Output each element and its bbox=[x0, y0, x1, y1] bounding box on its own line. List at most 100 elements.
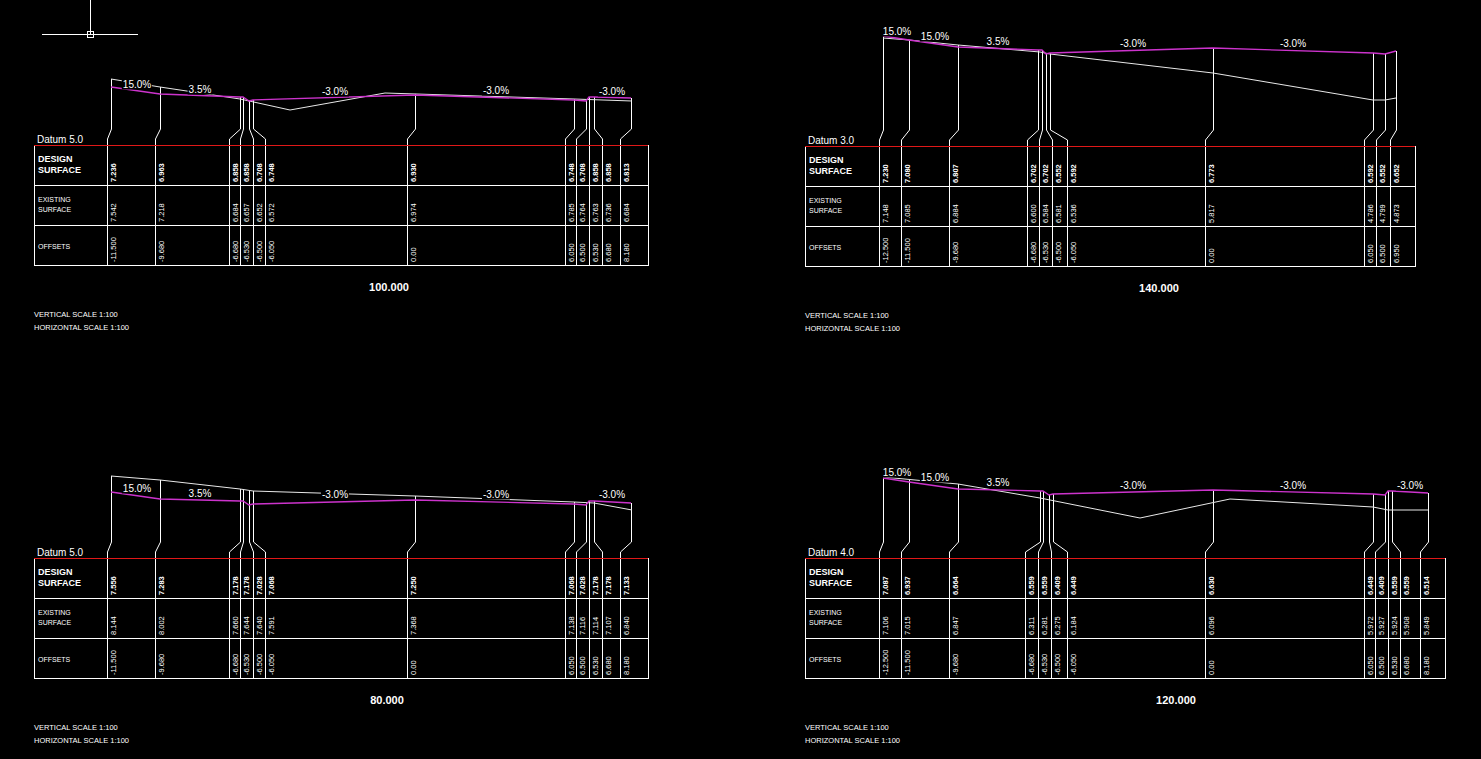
row-heading: DESIGN SURFACE bbox=[809, 567, 853, 589]
offset-leader bbox=[1054, 494, 1068, 678]
existing-level: 6.764 bbox=[578, 203, 587, 222]
offset-value: -6.050 bbox=[267, 241, 276, 262]
offset-value: -6.680 bbox=[231, 654, 240, 675]
existing-level: 6.584 bbox=[1041, 204, 1050, 223]
design-level: 7.178 bbox=[242, 576, 251, 595]
offset-leader bbox=[577, 503, 587, 678]
offset-value: 6.500 bbox=[578, 656, 587, 675]
offset-leader bbox=[254, 491, 266, 678]
offset-leader bbox=[1377, 54, 1386, 266]
row-heading: EXISTING SURFACE bbox=[38, 608, 80, 628]
existing-level: 8.144 bbox=[109, 616, 118, 635]
offset-leader bbox=[566, 99, 575, 265]
offset-value: 6.950 bbox=[1392, 244, 1401, 263]
datum-line bbox=[805, 558, 1445, 559]
offset-value: 6.050 bbox=[1366, 244, 1375, 263]
existing-level: 7.107 bbox=[604, 616, 613, 635]
datum-line bbox=[34, 145, 648, 146]
offset-leader bbox=[1047, 53, 1053, 266]
existing-level: 7.148 bbox=[881, 204, 890, 223]
design-level: 6.592 bbox=[1366, 164, 1375, 183]
design-level: 6.748 bbox=[267, 163, 276, 182]
design-level: 6.963 bbox=[157, 163, 166, 182]
design-level: 6.773 bbox=[1207, 164, 1216, 183]
offset-leader bbox=[1206, 48, 1214, 266]
offset-value: -9.680 bbox=[951, 654, 960, 675]
existing-level: 6.684 bbox=[622, 203, 631, 222]
design-level: 6.559 bbox=[1040, 576, 1049, 595]
offset-leader bbox=[1365, 53, 1374, 266]
offset-leader bbox=[589, 97, 590, 265]
existing-level: 6.657 bbox=[242, 203, 251, 222]
existing-level: 5.908 bbox=[1402, 616, 1411, 635]
table-frame bbox=[806, 147, 1416, 267]
slope-label: 15.0% bbox=[920, 31, 950, 42]
offset-value: 0.00 bbox=[1207, 660, 1216, 675]
existing-level: 6.281 bbox=[1040, 616, 1049, 635]
offset-value: -6.050 bbox=[1069, 242, 1078, 263]
cursor-crosshair bbox=[42, 0, 138, 38]
row-heading: EXISTING SURFACE bbox=[809, 608, 851, 628]
scale-note: HORIZONTAL SCALE 1:100 bbox=[805, 324, 900, 333]
chainage-label: 120.000 bbox=[1156, 694, 1196, 706]
offset-value: -9.680 bbox=[951, 242, 960, 263]
existing-level: 6.974 bbox=[409, 203, 418, 222]
existing-level: 6.652 bbox=[255, 203, 264, 222]
row-heading: DESIGN SURFACE bbox=[38, 154, 82, 176]
design-level: 6.552 bbox=[1378, 164, 1387, 183]
table-row-line bbox=[805, 226, 1415, 227]
scale-note: HORIZONTAL SCALE 1:100 bbox=[805, 736, 900, 745]
offset-value: 6.050 bbox=[1366, 656, 1375, 675]
existing-level: 7.542 bbox=[109, 203, 118, 222]
design-level: 7.556 bbox=[109, 576, 118, 595]
offset-leader bbox=[902, 40, 910, 266]
datum-label: Datum 5.0 bbox=[37, 547, 83, 558]
existing-level: 7.114 bbox=[591, 617, 600, 635]
offset-leader bbox=[950, 45, 959, 266]
slope-label: 15.0% bbox=[882, 26, 912, 37]
existing-surface-line bbox=[111, 79, 632, 110]
offset-leader bbox=[566, 502, 575, 678]
design-level: 6.807 bbox=[951, 164, 960, 183]
design-level: 6.449 bbox=[1366, 576, 1375, 595]
offset-value: -6.500 bbox=[255, 654, 264, 675]
offset-value: -9.680 bbox=[157, 241, 166, 262]
offset-leader bbox=[1051, 53, 1068, 266]
offset-leader bbox=[230, 489, 241, 678]
design-level: 7.080 bbox=[903, 164, 912, 183]
existing-level: 7.015 bbox=[903, 616, 912, 635]
existing-level: 7.085 bbox=[903, 204, 912, 223]
offset-value: -6.500 bbox=[255, 241, 264, 262]
offset-value: 6.680 bbox=[604, 243, 613, 262]
existing-level: 5.927 bbox=[1377, 616, 1386, 635]
data-table bbox=[34, 146, 649, 266]
offset-leader bbox=[1028, 50, 1039, 266]
existing-level: 6.684 bbox=[231, 203, 240, 222]
offset-value: 6.680 bbox=[604, 656, 613, 675]
scale-note: HORIZONTAL SCALE 1:100 bbox=[34, 323, 129, 332]
slope-label: -3.0% bbox=[482, 85, 510, 96]
existing-level: 4.786 bbox=[1366, 204, 1375, 223]
slope-label: 3.5% bbox=[986, 36, 1011, 47]
offset-value: 6.680 bbox=[1402, 656, 1411, 675]
offset-value: 6.500 bbox=[1377, 656, 1386, 675]
cursor-line bbox=[90, 0, 91, 34]
offset-value: -6.050 bbox=[267, 654, 276, 675]
existing-level: 5.849 bbox=[1422, 616, 1431, 635]
existing-level: 6.763 bbox=[591, 203, 600, 222]
design-surface-line bbox=[883, 478, 1428, 495]
row-heading: DESIGN SURFACE bbox=[809, 155, 853, 177]
existing-level: 5.972 bbox=[1366, 616, 1375, 635]
cross-section bbox=[805, 36, 1416, 267]
design-level: 7.283 bbox=[157, 576, 166, 595]
existing-level: 7.368 bbox=[409, 616, 418, 635]
offset-value: -6.680 bbox=[1027, 654, 1036, 675]
datum-label: Datum 5.0 bbox=[37, 134, 83, 145]
offset-value: 0.00 bbox=[409, 247, 418, 262]
slope-label: -3.0% bbox=[1279, 480, 1307, 491]
existing-level: 4.873 bbox=[1392, 204, 1401, 223]
existing-level: 7.660 bbox=[231, 616, 240, 635]
existing-surface-line bbox=[883, 477, 1428, 518]
design-level: 6.449 bbox=[1069, 576, 1078, 595]
